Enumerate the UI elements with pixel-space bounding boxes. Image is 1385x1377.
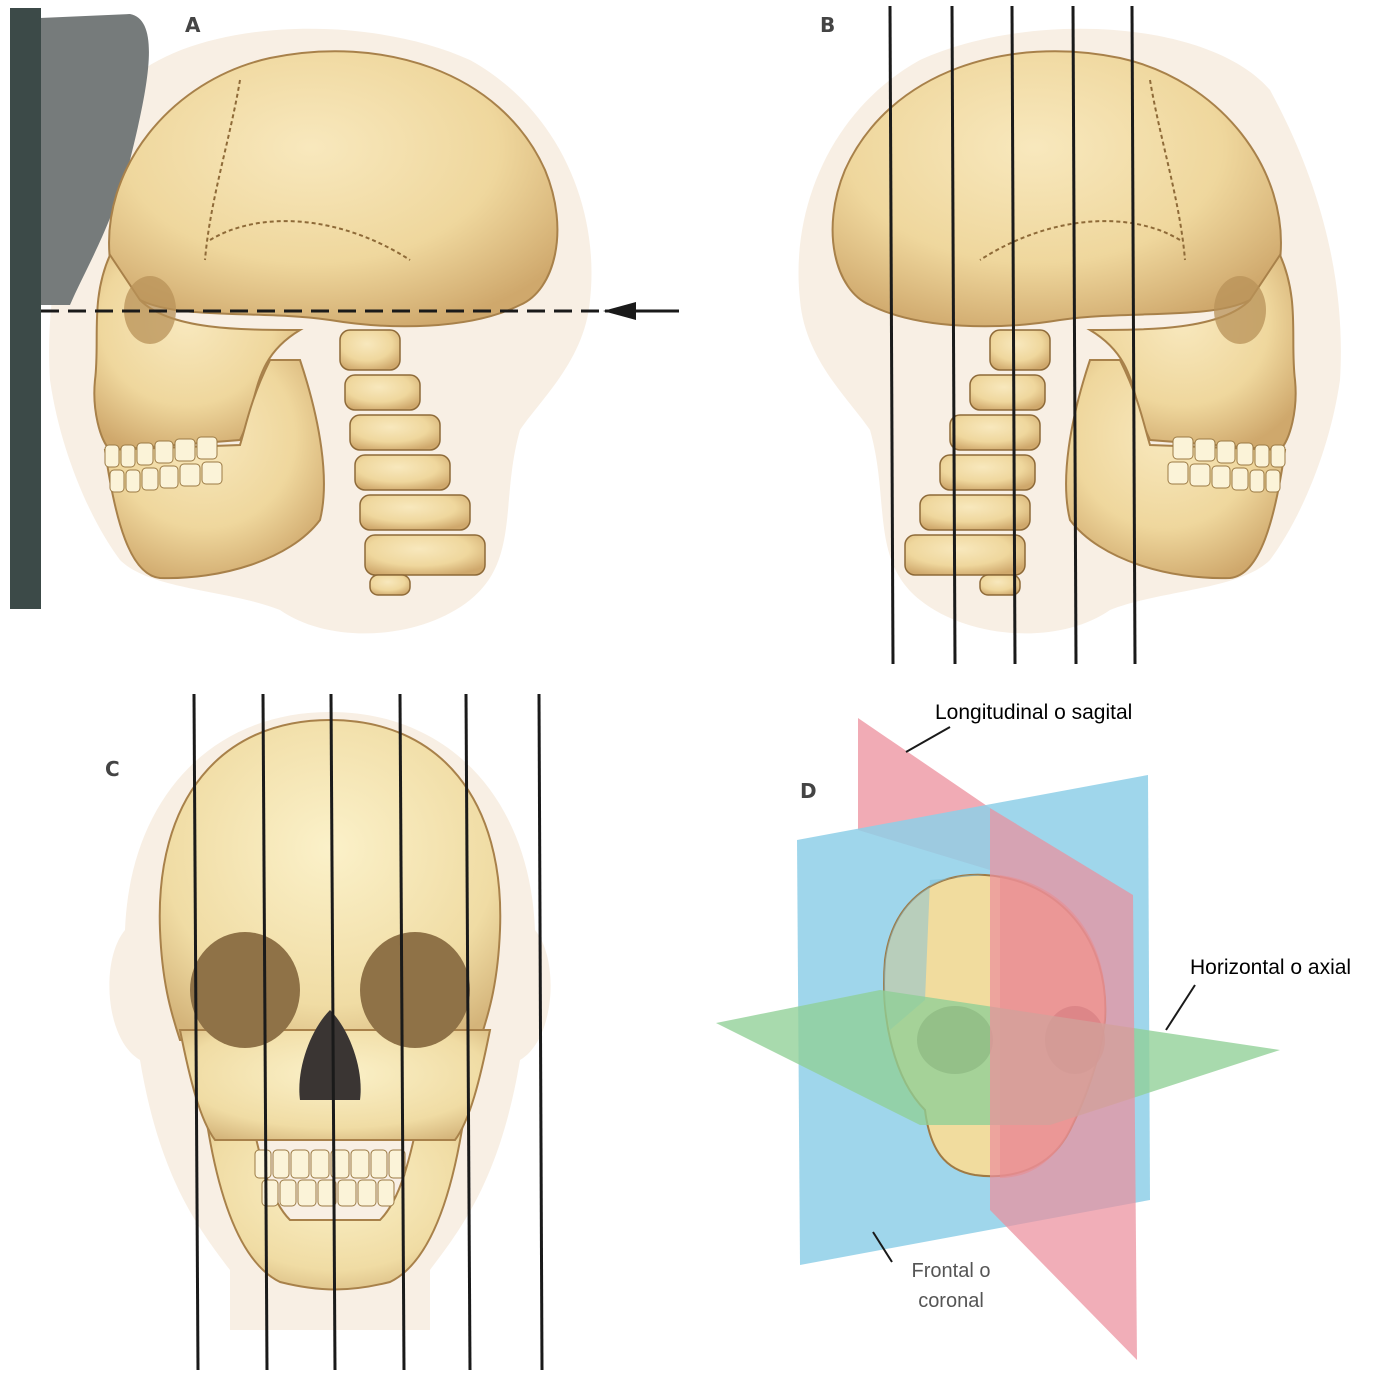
panel-letter-c: C [105, 757, 120, 781]
axial-plane-label: Horizontal o axial [1190, 956, 1351, 980]
coronal-label-line-1: Frontal o [897, 1256, 1005, 1286]
orbit [1214, 276, 1266, 344]
coronal-plane-label: Frontal o coronal [897, 1256, 1005, 1316]
panel-letter-b: B [820, 13, 835, 37]
arrow-left-icon [603, 302, 636, 320]
panel-letter-d: D [800, 779, 817, 803]
sagittal-plane-label: Longitudinal o sagital [935, 701, 1132, 725]
positioning-plate [10, 8, 41, 609]
cut-line [539, 694, 542, 1370]
left-orbit [190, 932, 300, 1048]
coronal-label-line-2: coronal [897, 1286, 1005, 1316]
sagittal-plane-front [990, 808, 1137, 1360]
panel-a-lateral-skull [10, 8, 679, 633]
panel-b-lateral-skull [799, 6, 1341, 664]
right-orbit [360, 932, 470, 1048]
panel-c-frontal-skull [109, 694, 550, 1370]
axial-leader-line [1166, 985, 1195, 1030]
sagittal-leader-line [906, 727, 950, 752]
panel-letter-a: A [185, 13, 200, 37]
